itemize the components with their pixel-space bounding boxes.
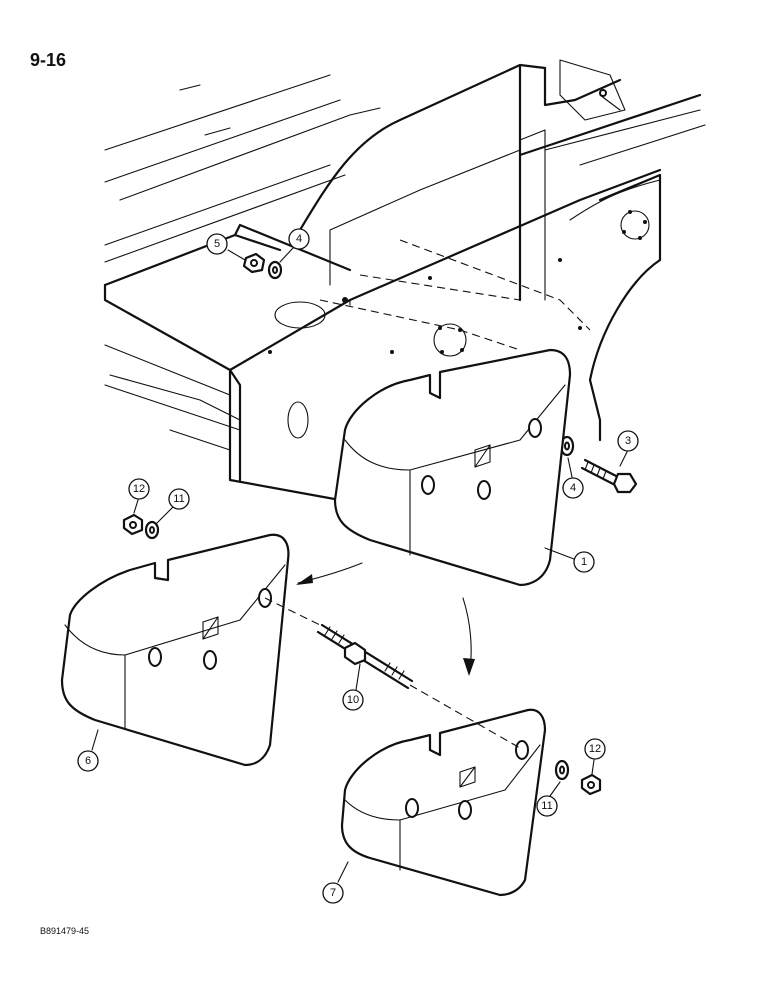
callout-4-right: 4 [562,477,584,499]
svg-text:11: 11 [541,800,552,812]
washer-11-right [554,759,570,781]
counterweight-6 [60,533,290,767]
washer-4-right [559,435,575,457]
svg-text:7: 7 [330,887,336,899]
svg-text:4: 4 [570,482,576,494]
washer-4-upper [267,260,283,280]
stud-10 [264,597,521,749]
page-number: 9-16 [30,50,67,70]
callout-1: 1 [573,551,595,573]
counterweight-7 [340,708,547,897]
nut-12-left [122,513,144,536]
callout-7: 7 [322,882,344,904]
svg-text:5: 5 [214,238,220,250]
leader-lines [91,247,628,883]
washer-11-left [144,520,160,540]
callout-12-left: 12 [128,478,150,500]
svg-text:11: 11 [173,493,184,505]
callout-10: 10 [342,689,364,711]
callout-12-right: 12 [584,738,606,760]
callout-11-left: 11 [168,488,190,510]
svg-text:12: 12 [589,743,601,755]
svg-text:4: 4 [296,233,302,245]
bolt-pattern-upper [620,210,650,240]
chassis-frame [103,59,706,502]
counterweight-1 [333,348,572,587]
callout-3: 3 [617,430,639,452]
callout-5: 5 [206,233,228,255]
svg-text:10: 10 [347,694,359,706]
svg-text:12: 12 [133,483,145,495]
callout-11-right: 11 [536,795,558,817]
figure-code: B891479-45 [40,926,90,936]
arrow-move-down [462,597,475,676]
callout-4-upper: 4 [288,228,310,250]
svg-text:1: 1 [581,556,587,568]
svg-text:3: 3 [625,435,631,447]
bolt-pattern-lower [433,323,467,357]
svg-text:6: 6 [85,755,91,767]
hex-nut-5 [242,252,266,274]
callout-6: 6 [77,750,99,772]
nut-12-right [580,773,602,796]
arrow-move-to-left [296,562,363,585]
bolt-3 [580,458,638,494]
